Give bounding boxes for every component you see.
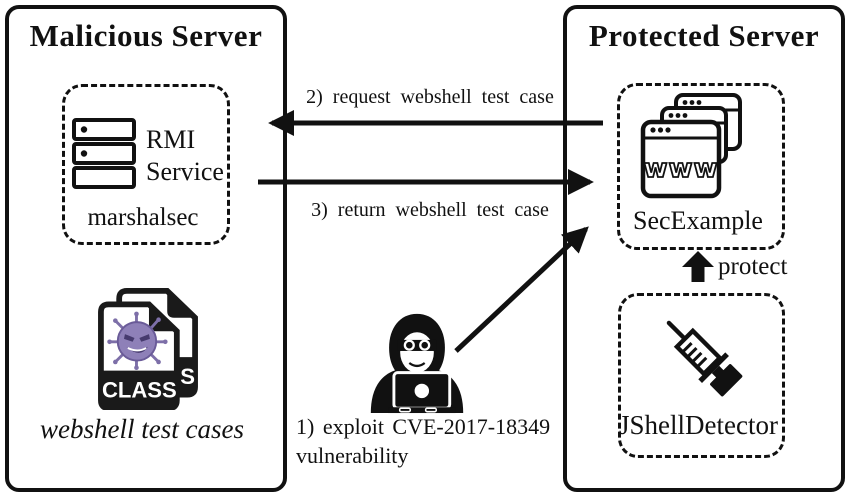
malicious-server-title: Malicious Server [29, 18, 263, 53]
class-file-front: CLASS [98, 301, 180, 410]
browser-window-front: www [640, 119, 722, 199]
exploit-label-line1: 1) exploit CVE-2017-18349 [296, 414, 551, 439]
protect-label: protect [718, 253, 788, 280]
hacker-icon [370, 313, 464, 414]
jshelldetector-module [618, 293, 785, 458]
request-webshell-label: 2) request webshell test case [306, 86, 554, 108]
webshell-class-files-icon: CLASS [98, 288, 198, 410]
virus-icon [107, 311, 168, 371]
rmi-label-line2: Service [146, 157, 224, 186]
exploit-vulnerability-label: 1) exploit CVE-2017-18349 vulnerability [296, 412, 550, 470]
rmi-service-label: RMI Service [146, 124, 224, 188]
exploit-label-line2: vulnerability [296, 443, 409, 468]
browser-windows-icon: www [640, 93, 742, 199]
marshalsec-label: marshalsec [87, 204, 199, 231]
rmi-label-line1: RMI [146, 125, 196, 154]
return-webshell-label: 3) return webshell test case [311, 199, 549, 221]
svg-text:www: www [643, 154, 718, 184]
secexample-label: SecExample [633, 206, 763, 235]
svg-text:CLASS: CLASS [102, 378, 177, 403]
syringe-icon [666, 320, 743, 397]
server-stack-icon [72, 118, 136, 189]
webshell-test-cases-label: webshell test cases [40, 414, 244, 444]
protected-server-title: Protected Server [588, 18, 820, 53]
jshelldetector-label: JShellDetector [619, 410, 778, 440]
